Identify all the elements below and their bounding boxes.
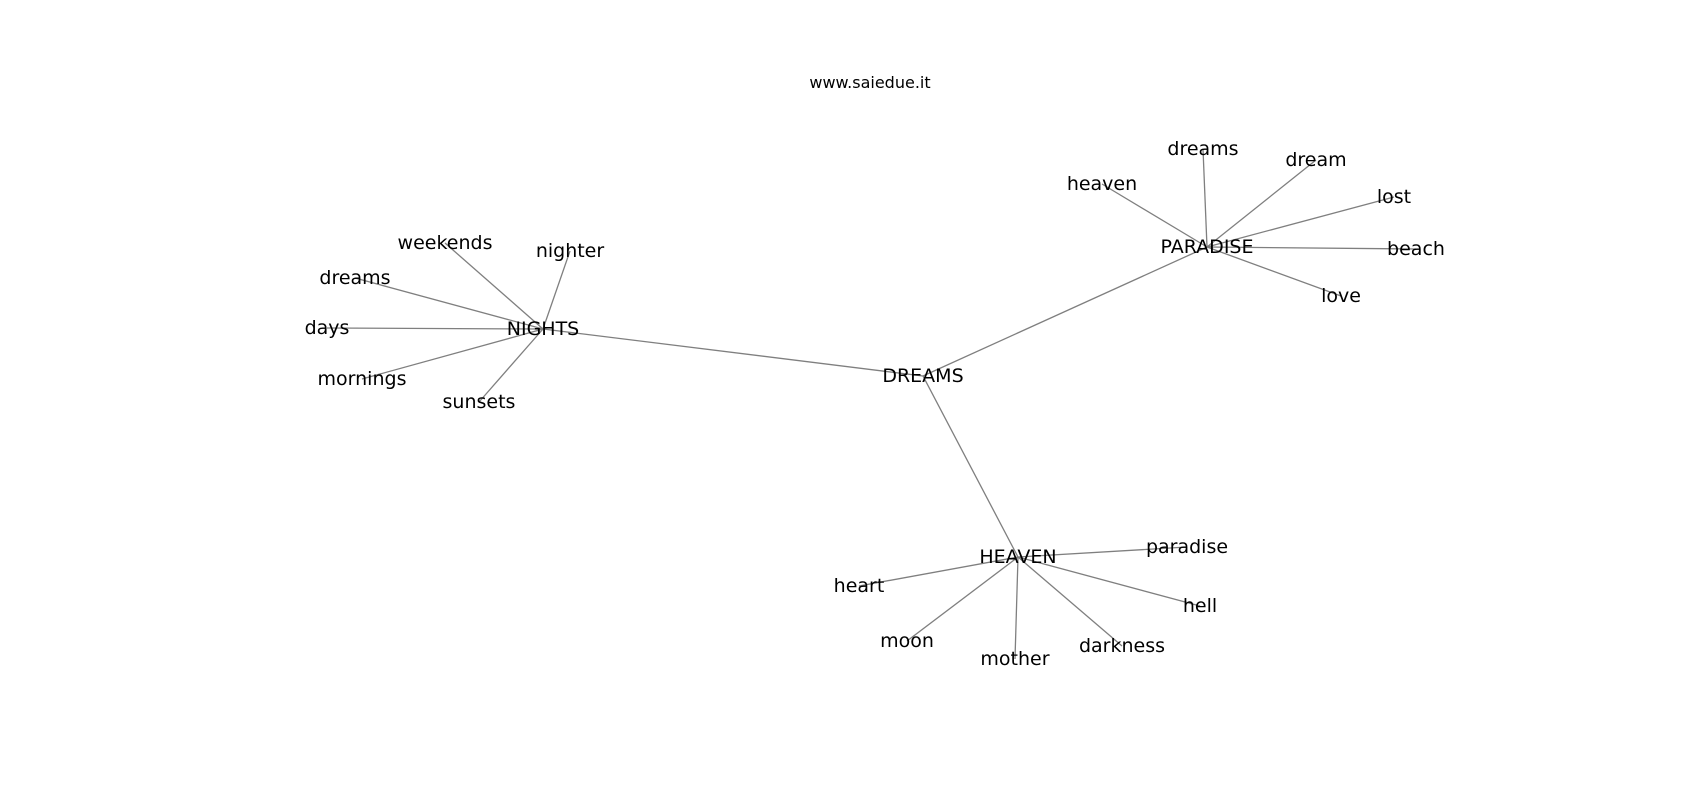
node-n-sunsets: sunsets xyxy=(443,391,516,413)
node-p-love: love xyxy=(1321,285,1361,307)
edge-heaven-hell xyxy=(1017,556,1201,607)
node-n-dreams: dreams xyxy=(319,267,390,289)
edge-nights-sunsets xyxy=(478,328,544,403)
node-p-lost: lost xyxy=(1377,186,1411,208)
node-paradise: PARADISE xyxy=(1161,236,1254,258)
edge-nights-nighter xyxy=(542,250,571,330)
edge-heaven-paradise xyxy=(1017,546,1188,558)
nodes-layer: DREAMS NIGHTS PARADISE HEAVEN weekends nighte… xyxy=(305,138,1445,670)
edge-nights-weekends xyxy=(444,242,544,330)
node-h-moon: moon xyxy=(880,630,934,652)
node-h-paradise: paradise xyxy=(1146,536,1228,558)
edge-nights-days xyxy=(326,327,544,330)
edge-heaven-heart xyxy=(858,556,1019,587)
node-n-weekends: weekends xyxy=(398,232,493,254)
edge-nights-dreams xyxy=(354,277,544,330)
node-dreams: DREAMS xyxy=(882,365,963,387)
node-heaven: HEAVEN xyxy=(979,546,1056,568)
node-n-days: days xyxy=(305,317,350,339)
edge-heaven-moon xyxy=(906,556,1019,642)
node-h-darkness: darkness xyxy=(1079,635,1165,657)
edge-dreams-nights xyxy=(542,328,924,377)
source-watermark: www.saiedue.it xyxy=(809,73,930,92)
edge-heaven-mother xyxy=(1014,556,1019,660)
node-n-nighter: nighter xyxy=(536,240,605,262)
edge-nights-mornings xyxy=(361,328,544,380)
edge-paradise-heaven xyxy=(1101,183,1208,248)
edge-paradise-beach xyxy=(1206,246,1417,250)
edge-dreams-heaven xyxy=(922,375,1019,558)
edge-dreams-paradise xyxy=(922,246,1208,377)
node-h-hell: hell xyxy=(1183,595,1217,617)
node-p-heaven: heaven xyxy=(1067,173,1137,195)
node-p-beach: beach xyxy=(1387,238,1445,260)
edges-layer xyxy=(326,148,1417,660)
edge-paradise-lost xyxy=(1206,196,1395,248)
node-p-dreams: dreams xyxy=(1167,138,1238,160)
edge-paradise-dream xyxy=(1206,159,1317,248)
edge-paradise-dreams xyxy=(1202,148,1208,248)
node-h-heart: heart xyxy=(834,575,885,597)
edge-heaven-darkness xyxy=(1017,556,1123,647)
node-nights: NIGHTS xyxy=(507,318,580,340)
node-p-dream: dream xyxy=(1285,149,1346,171)
node-h-mother: mother xyxy=(980,648,1049,670)
node-n-mornings: mornings xyxy=(318,368,407,390)
edge-paradise-love xyxy=(1206,246,1342,297)
